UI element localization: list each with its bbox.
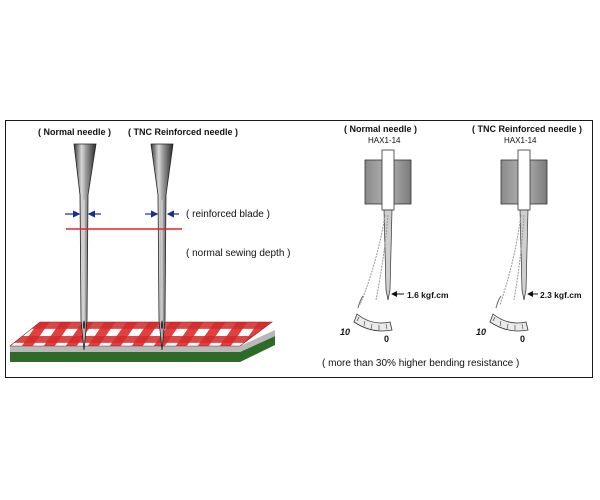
normal-scale-min: 0: [384, 334, 389, 344]
normal-test-model: HAX1-14: [368, 136, 401, 145]
tnc-test-model: HAX1-14: [504, 136, 537, 145]
tnc-needle-label: ( TNC Reinforced needle ): [128, 127, 238, 137]
tnc-needle: [150, 143, 174, 351]
bending-resistance-caption: ( more than 30% higher bending resistanc…: [322, 358, 519, 369]
tnc-scale-min: 0: [520, 334, 525, 344]
tnc-bend-test: [489, 149, 548, 332]
reinforced-blade-label: ( reinforced blade ): [186, 209, 270, 220]
fabric: [9, 321, 275, 362]
normal-scale-max: 10: [340, 327, 350, 337]
normal-needle-label: ( Normal needle ): [38, 127, 111, 137]
tnc-test-title: ( TNC Reinforced needle ): [472, 124, 582, 134]
normal-force-value: 1.6 kgf.cm: [407, 290, 449, 300]
normal-bend-test: [353, 149, 412, 332]
normal-needle: [73, 143, 97, 351]
tnc-force-value: 2.3 kgf.cm: [540, 290, 582, 300]
tnc-scale-max: 10: [476, 327, 486, 337]
normal-test-title: ( Normal needle ): [344, 124, 417, 134]
sewing-depth-label: ( normal sewing depth ): [186, 248, 291, 259]
